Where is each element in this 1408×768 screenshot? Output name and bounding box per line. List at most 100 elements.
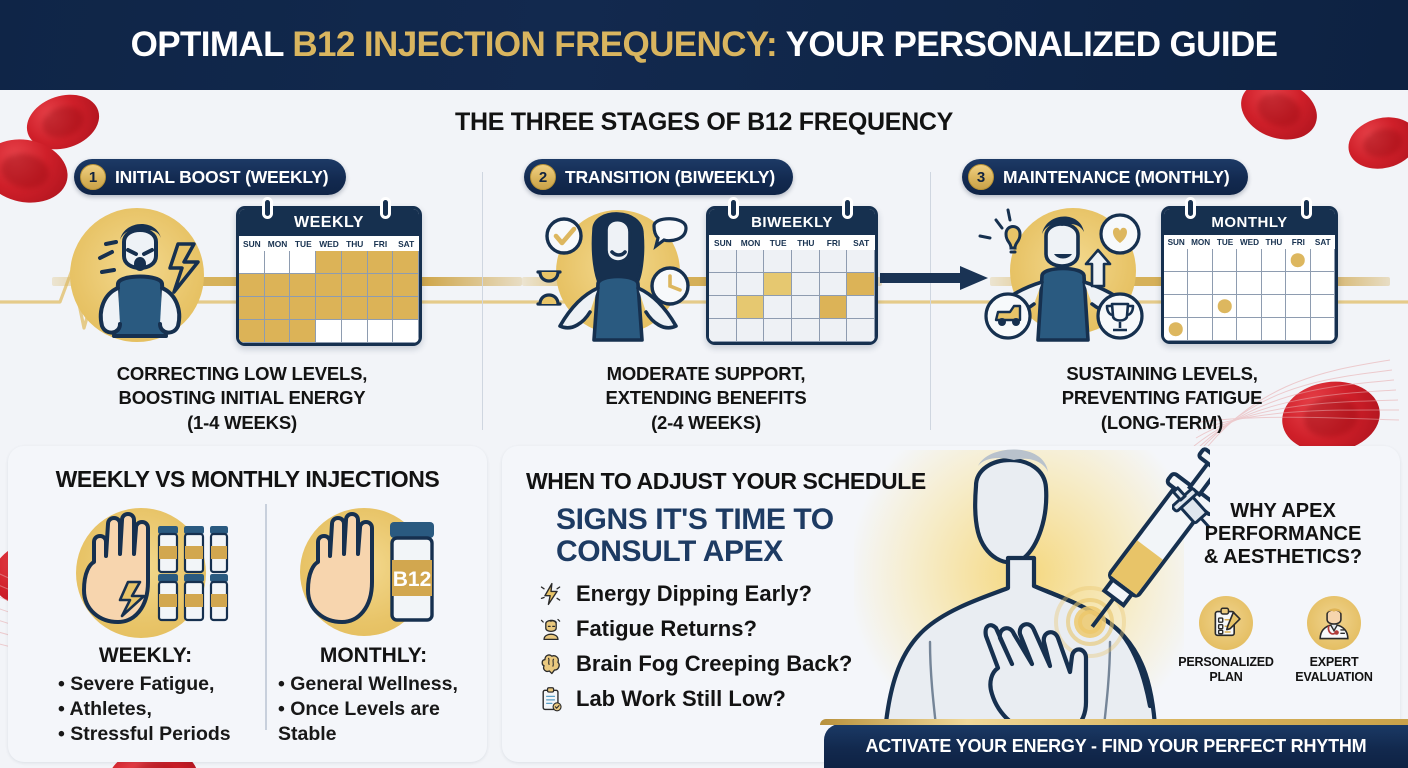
monthly-heading: MONTHLY: <box>319 644 428 667</box>
sign-row-0: Energy Dipping Early? <box>536 579 956 609</box>
dow-wed: WED <box>1239 238 1260 247</box>
calendar-cell <box>290 274 317 297</box>
calendar-cell <box>819 250 848 273</box>
weekly-item-2: • Stressful Periods <box>58 722 231 745</box>
calendar-cell <box>847 296 875 319</box>
dow-fri: FRI <box>373 239 388 249</box>
calendar-cell <box>1286 318 1311 341</box>
stage-2-number: 2 <box>530 164 556 190</box>
why-label-p1: PERSONALIZED <box>1178 655 1274 669</box>
stage-2-caption-line3: (2-4 WEEKS) <box>651 411 761 433</box>
monthly-item-1: • Once Levels are <box>278 697 440 720</box>
brain-icon <box>536 649 566 679</box>
calendar-cell <box>393 320 419 343</box>
calendar-dot <box>1168 322 1183 336</box>
calendar-cell <box>367 274 394 297</box>
calendar-cell <box>1164 249 1189 272</box>
calendar-cell <box>791 250 820 273</box>
calendar-cell <box>239 274 265 297</box>
stage-1-caption-line1: CORRECTING LOW LEVELS, <box>116 363 368 384</box>
calendar-cell <box>736 296 765 319</box>
calendar-cell <box>736 319 765 342</box>
stage-3-caption-line1: SUSTAINING LEVELS, <box>1066 363 1258 384</box>
dow-mon: MON <box>267 239 288 249</box>
calendar-cell <box>1310 272 1335 295</box>
calendar-cell <box>709 250 737 273</box>
calendar-cell <box>264 251 291 274</box>
dow-fri: FRI <box>826 238 841 248</box>
monthly-list: • General Wellness, • Once Levels are St… <box>278 672 493 747</box>
calendar-cell <box>1310 295 1335 318</box>
stage-3-pill[interactable]: 3 MAINTENANCE (MONTHLY) <box>962 159 1248 195</box>
calendar-cell <box>1237 249 1262 272</box>
stage-1-label: INITIAL BOOST (WEEKLY) <box>115 166 329 187</box>
adjust-subtitle-line1: SIGNS IT'S TIME TO <box>556 503 834 536</box>
calendar-cell <box>1310 249 1335 272</box>
adjust-panel-title: WHEN TO ADJUST YOUR SCHEDULE <box>526 468 926 494</box>
calendar-cell <box>709 319 737 342</box>
calendar-cell <box>239 297 265 320</box>
calendar-cell <box>264 297 291 320</box>
dow-sat: SAT <box>398 239 415 249</box>
calendar-cell <box>764 273 792 296</box>
calendar-cell <box>791 296 820 319</box>
stage-1-number: 1 <box>80 164 106 190</box>
stage-arrow-icon <box>880 266 988 290</box>
calendar-cell <box>764 319 792 342</box>
why-item-expert-evaluation[interactable]: EXPERT EVALUATION <box>1276 596 1392 685</box>
tired-person-icon <box>536 614 566 644</box>
monthly-item-2: Stable <box>278 722 337 745</box>
stage-2-calendar: BIWEEKLY SUN MON TUE THU FRI SAT <box>706 197 878 345</box>
calendar-cell <box>341 297 368 320</box>
calendar-cell <box>1212 272 1238 295</box>
why-item-personalized-plan[interactable]: PERSONALIZED PLAN <box>1168 596 1284 685</box>
calendar-cell <box>1237 318 1262 341</box>
dow-sat: SAT <box>1314 238 1331 247</box>
calendar-cell <box>1261 272 1287 295</box>
calendar-cell <box>367 320 394 343</box>
cta-banner[interactable]: ACTIVATE YOUR ENERGY - FIND YOUR PERFECT… <box>820 719 1408 768</box>
dow-sun: SUN <box>1167 238 1185 247</box>
balanced-woman-icon <box>536 212 690 342</box>
calendar-cell <box>1212 295 1238 318</box>
calendar-cell <box>847 250 875 273</box>
stage-1-pill[interactable]: 1 INITIAL BOOST (WEEKLY) <box>74 159 347 195</box>
stage-3-caption-line2: PREVENTING FATIGUE <box>1061 387 1263 409</box>
calendar-cell <box>791 273 820 296</box>
sign-text-0: Energy Dipping Early? <box>576 581 812 606</box>
dow-tue: TUE <box>294 239 312 249</box>
stage-2-caption-line2: EXTENDING BENEFITS <box>605 387 807 409</box>
signs-list: Energy Dipping Early? Fatigue Returns? B… <box>536 574 956 714</box>
page-header: OPTIMAL B12 INJECTION FREQUENCY: YOUR PE… <box>0 0 1408 90</box>
calendar-cell <box>709 296 737 319</box>
calendar-cell <box>819 273 848 296</box>
stages-section-heading: THE THREE STAGES OF B12 FREQUENCY <box>454 108 954 136</box>
happy-man-icon <box>978 208 1144 342</box>
dow-tue: TUE <box>1216 238 1234 247</box>
why-label-e2: EVALUATION <box>1295 669 1373 684</box>
calendar-cell <box>1212 249 1238 272</box>
calendar-cell <box>290 297 317 320</box>
calendar-cell <box>1164 295 1189 318</box>
calendar-cell <box>264 320 291 343</box>
calendar-cell <box>764 296 792 319</box>
calendar-cell <box>367 251 394 274</box>
sign-row-1: Fatigue Returns? <box>536 614 956 644</box>
stressed-man-icon <box>98 223 200 338</box>
calendar-cell <box>264 274 291 297</box>
stage-1-calendar: WEEKLY SUN MON TUE WED THU FRI SAT <box>236 197 422 346</box>
calendar-cell <box>736 273 765 296</box>
stage-2-pill[interactable]: 2 TRANSITION (BIWEEKLY) <box>524 159 794 195</box>
stage-3-caption-line3: (LONG-TERM) <box>1100 411 1224 433</box>
calendar-cell <box>367 297 394 320</box>
dow-thu: THU <box>346 239 364 249</box>
why-heading-line3: & AESTHETICS? <box>1203 546 1363 569</box>
dow-thu: THU <box>797 238 815 248</box>
calendar-cell <box>316 274 342 297</box>
dow-mon: MON <box>1191 238 1211 247</box>
sign-row-2: Brain Fog Creeping Back? <box>536 649 956 679</box>
calendar-cell <box>1261 249 1287 272</box>
calendar-cell <box>393 251 419 274</box>
weekly-item-0: • Severe Fatigue, <box>58 673 215 695</box>
stage-3-number: 3 <box>968 164 994 190</box>
